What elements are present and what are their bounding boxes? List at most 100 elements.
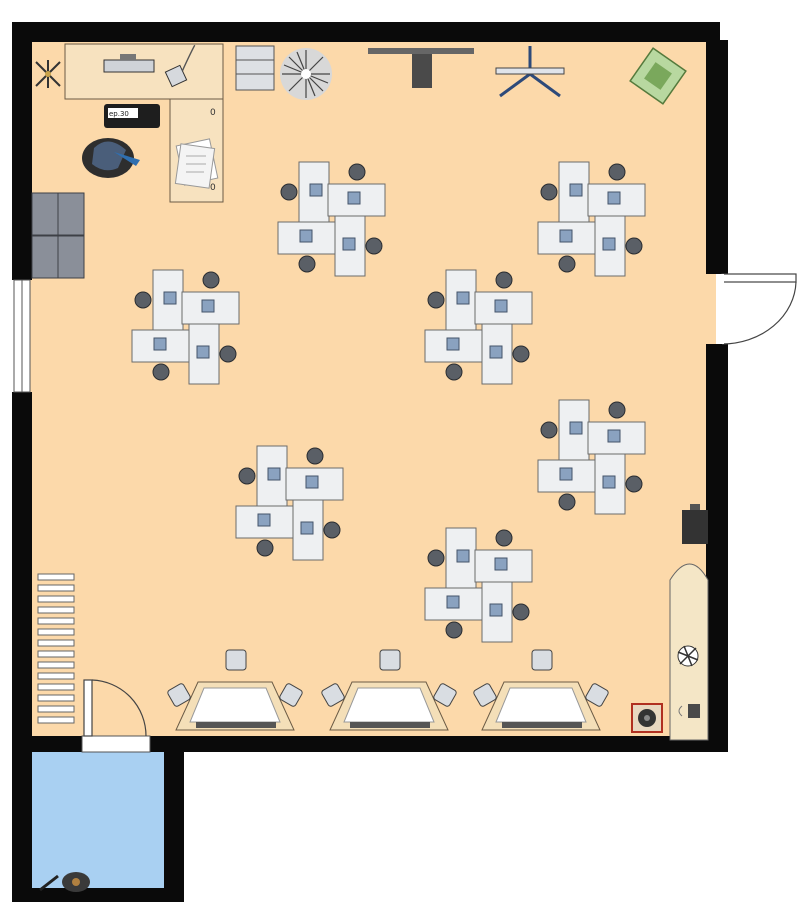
desk: [587, 421, 646, 455]
chair-icon[interactable]: [608, 401, 626, 419]
chair-icon[interactable]: [512, 603, 530, 621]
chair-icon[interactable]: [427, 549, 445, 567]
chair-icon[interactable]: [167, 683, 192, 708]
chair-icon[interactable]: [531, 649, 553, 671]
printer-icon: ep.30: [104, 104, 160, 128]
chair-icon[interactable]: [225, 649, 247, 671]
chair-icon[interactable]: [379, 649, 401, 671]
chair-icon[interactable]: [445, 363, 463, 381]
chair-icon[interactable]: [134, 291, 152, 309]
chair-icon[interactable]: [306, 447, 324, 465]
left-window: [13, 279, 31, 393]
vacuum-icon: [39, 872, 90, 892]
reading-nook: [669, 563, 709, 741]
shelf-mark: 0: [210, 183, 216, 193]
workstation-cluster: [537, 399, 646, 515]
chair-icon[interactable]: [279, 683, 304, 708]
monitor-icon: [347, 191, 361, 205]
plant-icon: [280, 48, 332, 100]
office-chair-icon: [82, 138, 140, 178]
workstation-cluster: [424, 527, 533, 643]
monitor-icon: [489, 345, 503, 359]
chair-icon[interactable]: [585, 683, 610, 708]
chair-icon[interactable]: [473, 683, 498, 708]
workstation-cluster: [277, 161, 386, 277]
chair-icon[interactable]: [608, 163, 626, 181]
office-floor: [30, 40, 722, 740]
projector-screen: [502, 722, 582, 728]
chair-icon[interactable]: [202, 271, 220, 289]
rug-icon: [629, 47, 687, 105]
ceiling-fan-icon: [35, 60, 61, 88]
projector-screen: [196, 722, 276, 728]
table-lamp-icon: [368, 48, 474, 88]
chair-icon[interactable]: [152, 363, 170, 381]
chair-icon[interactable]: [280, 183, 298, 201]
monitor-icon: [201, 299, 215, 313]
presentation-table: [167, 649, 304, 731]
monitor-icon: [196, 345, 210, 359]
monitor-icon: [569, 183, 583, 197]
swivel-chair-base-icon: [495, 46, 565, 98]
chair-icon[interactable]: [219, 345, 237, 363]
chair-icon[interactable]: [427, 291, 445, 309]
papers-icon: [174, 138, 219, 189]
workstation-cluster: [424, 269, 533, 385]
monitor-icon: [456, 549, 470, 563]
plant-icon: [677, 645, 699, 667]
projector-screen: [350, 722, 430, 728]
chair-icon[interactable]: [321, 683, 346, 708]
monitor-icon: [494, 557, 508, 571]
walls: [12, 22, 728, 902]
chair-icon[interactable]: [540, 183, 558, 201]
chair-icon[interactable]: [256, 539, 274, 557]
monitor-icon: [309, 183, 323, 197]
keyboard-icon: [103, 54, 155, 73]
chair-icon[interactable]: [445, 621, 463, 639]
monitor-icon: [494, 299, 508, 313]
bottom-left-door[interactable]: [81, 679, 151, 753]
chair-icon[interactable]: [433, 683, 458, 708]
workstation-clusters: [131, 161, 646, 643]
chair-icon[interactable]: [558, 493, 576, 511]
filing-cabinets: [31, 192, 85, 279]
monitor-icon: [446, 337, 460, 351]
shelving-unit: [235, 45, 275, 91]
chair-icon[interactable]: [365, 237, 383, 255]
chair-icon[interactable]: [512, 345, 530, 363]
monitor-icon: [559, 229, 573, 243]
chair-icon[interactable]: [323, 521, 341, 539]
chair-icon[interactable]: [495, 271, 513, 289]
monitor-icon: [559, 467, 573, 481]
chair-icon[interactable]: [625, 475, 643, 493]
radiator-icon: [37, 573, 75, 724]
chair-icon[interactable]: [558, 255, 576, 273]
monitor-icon: [456, 291, 470, 305]
chair-icon[interactable]: [238, 467, 256, 485]
monitor-icon: [602, 237, 616, 251]
chair-icon[interactable]: [348, 163, 366, 181]
presentation-table: [473, 649, 610, 731]
telephone-icon: [164, 44, 196, 88]
right-door[interactable]: [716, 273, 797, 345]
monitor-icon: [607, 191, 621, 205]
chair-icon[interactable]: [540, 421, 558, 439]
safe: [631, 703, 663, 733]
chair-icon[interactable]: [625, 237, 643, 255]
monitor-icon: [257, 513, 271, 527]
chair-icon[interactable]: [495, 529, 513, 547]
monitor-icon: [602, 475, 616, 489]
monitor-icon: [489, 603, 503, 617]
workstation-cluster: [131, 269, 240, 385]
chair-icon[interactable]: [298, 255, 316, 273]
shelf-mark: 0: [210, 108, 216, 118]
monitor-icon: [342, 237, 356, 251]
monitor-icon: [607, 429, 621, 443]
workstation-cluster: [235, 445, 344, 561]
speaker-icon: [688, 704, 700, 718]
printer-label: ep.30: [109, 110, 129, 118]
monitor-icon: [305, 475, 319, 489]
balcony-floor: [30, 752, 168, 894]
monitor-icon: [267, 467, 281, 481]
